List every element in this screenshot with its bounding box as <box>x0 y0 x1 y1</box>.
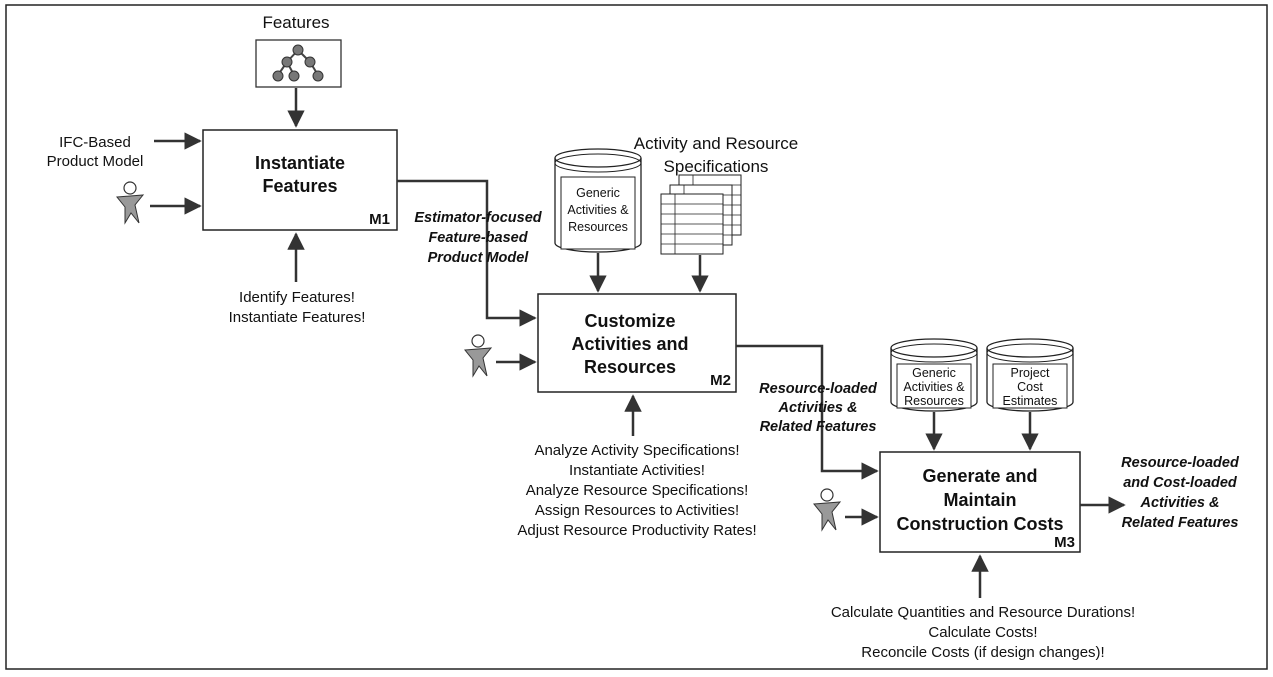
m3-id: M3 <box>1054 534 1075 551</box>
features-tree-icon <box>255 39 342 88</box>
specs-line2: Specifications <box>664 157 769 176</box>
m2-output-line2: Activities & <box>778 400 858 416</box>
m3-box <box>879 451 1081 553</box>
m3-title-line3: Construction Costs <box>896 514 1063 534</box>
m3-output-line3: Activities & <box>1140 495 1220 511</box>
m2-id: M2 <box>710 372 731 389</box>
m2-control-line1: Analyze Activity Specifications! <box>534 442 739 459</box>
m2-to-m3-arrow <box>736 344 879 480</box>
generic-activities-database-icon <box>554 148 642 253</box>
db2-line2: Activities & <box>903 380 965 394</box>
m1-box <box>202 129 398 231</box>
m2-title-line3: Resources <box>584 357 676 377</box>
ifc-model-line2: Product Model <box>47 153 144 170</box>
outer-frame <box>5 4 1268 670</box>
m2-control-line4: Assign Resources to Activities! <box>535 502 739 519</box>
m2-title-line1: Customize <box>584 311 675 331</box>
features-label: Features <box>262 13 329 32</box>
db1-line1: Generic <box>576 186 620 200</box>
m3-output-line1: Resource-loaded <box>1121 455 1240 471</box>
m2-output-line1: Resource-loaded <box>759 381 878 397</box>
m3-output-line2: and Cost-loaded <box>1123 475 1238 491</box>
db1-line3: Resources <box>568 220 628 234</box>
m1-to-m2-arrow <box>397 179 537 327</box>
m3-control-line2: Calculate Costs! <box>928 624 1037 641</box>
m3-control-line3: Reconcile Costs (if design changes)! <box>861 644 1104 661</box>
db3-line2: Cost <box>1017 380 1043 394</box>
m1-output-line1: Estimator-focused <box>414 210 542 226</box>
m3-title-line1: Generate and <box>922 466 1037 486</box>
m2-title-line2: Activities and <box>571 334 688 354</box>
m1-control-line1: Identify Features! <box>239 289 355 306</box>
m2-output-line3: Related Features <box>760 419 877 435</box>
m1-control-line2: Instantiate Features! <box>229 309 366 326</box>
project-cost-database-icon <box>986 338 1074 412</box>
m2-control-line2: Instantiate Activities! <box>569 462 705 479</box>
m3-output-line4: Related Features <box>1122 515 1239 531</box>
db3-line1: Project <box>1011 366 1050 380</box>
m1-output-line2: Feature-based <box>428 230 528 246</box>
m3-title-line2: Maintain <box>943 490 1016 510</box>
m2-box <box>537 293 737 393</box>
specs-line1: Activity and Resource <box>634 134 798 153</box>
db2-line3: Resources <box>904 394 964 408</box>
db2-line1: Generic <box>912 366 956 380</box>
db1-line2: Activities & <box>567 203 629 217</box>
m2-control-line3: Analyze Resource Specifications! <box>526 482 749 499</box>
estimator-figure-icon <box>464 334 493 378</box>
m1-title-line1: Instantiate <box>255 153 345 173</box>
m2-control-line5: Adjust Resource Productivity Rates! <box>517 522 756 539</box>
m3-control-line1: Calculate Quantities and Resource Durati… <box>831 604 1135 621</box>
db3-line3: Estimates <box>1003 394 1058 408</box>
estimator-figure-icon <box>813 488 842 532</box>
m1-title-line2: Features <box>262 176 337 196</box>
estimator-figure-icon <box>116 181 145 225</box>
m1-output-line3: Product Model <box>428 250 530 266</box>
m1-id: M1 <box>369 211 390 228</box>
generic-activities-database-icon <box>890 338 978 412</box>
specification-sheets-icon <box>660 174 742 255</box>
ifc-model-line1: IFC-Based <box>59 134 131 151</box>
